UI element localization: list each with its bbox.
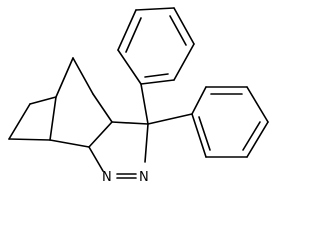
- bond: [117, 49, 142, 85]
- bond: [29, 96, 57, 105]
- aromatic-bond: [169, 15, 187, 46]
- bond: [173, 43, 195, 81]
- bond: [246, 121, 269, 158]
- pyrazoline-ring: [88, 121, 149, 179]
- bicyclic-frame: [8, 57, 113, 148]
- chemical-structure-diagram: N N: [8, 7, 269, 185]
- bond: [8, 138, 51, 141]
- bond: [144, 123, 149, 163]
- bond: [135, 7, 175, 11]
- aromatic-bond: [242, 121, 261, 151]
- atom-label-nitrogen: N: [102, 170, 112, 185]
- bond: [72, 57, 94, 95]
- bond: [55, 57, 74, 98]
- phenyl-ring-upper: [117, 7, 195, 125]
- bond: [88, 121, 113, 148]
- phenyl-ring-right: [147, 86, 269, 158]
- bond: [246, 86, 269, 123]
- bond: [49, 139, 90, 148]
- bond: [92, 93, 113, 123]
- bond: [173, 7, 195, 45]
- bond: [191, 86, 207, 115]
- bond: [111, 121, 149, 125]
- bond: [140, 79, 175, 85]
- bond: [147, 113, 193, 125]
- atom-label-nitrogen: N: [139, 170, 149, 185]
- bond: [88, 146, 104, 172]
- bond: [8, 103, 31, 140]
- aromatic-bond: [198, 116, 211, 151]
- bond: [117, 9, 137, 51]
- bond: [49, 96, 57, 141]
- bond: [191, 113, 207, 158]
- bond: [140, 83, 149, 125]
- aromatic-bond: [125, 17, 142, 53]
- aromatic-bond: [144, 73, 169, 78]
